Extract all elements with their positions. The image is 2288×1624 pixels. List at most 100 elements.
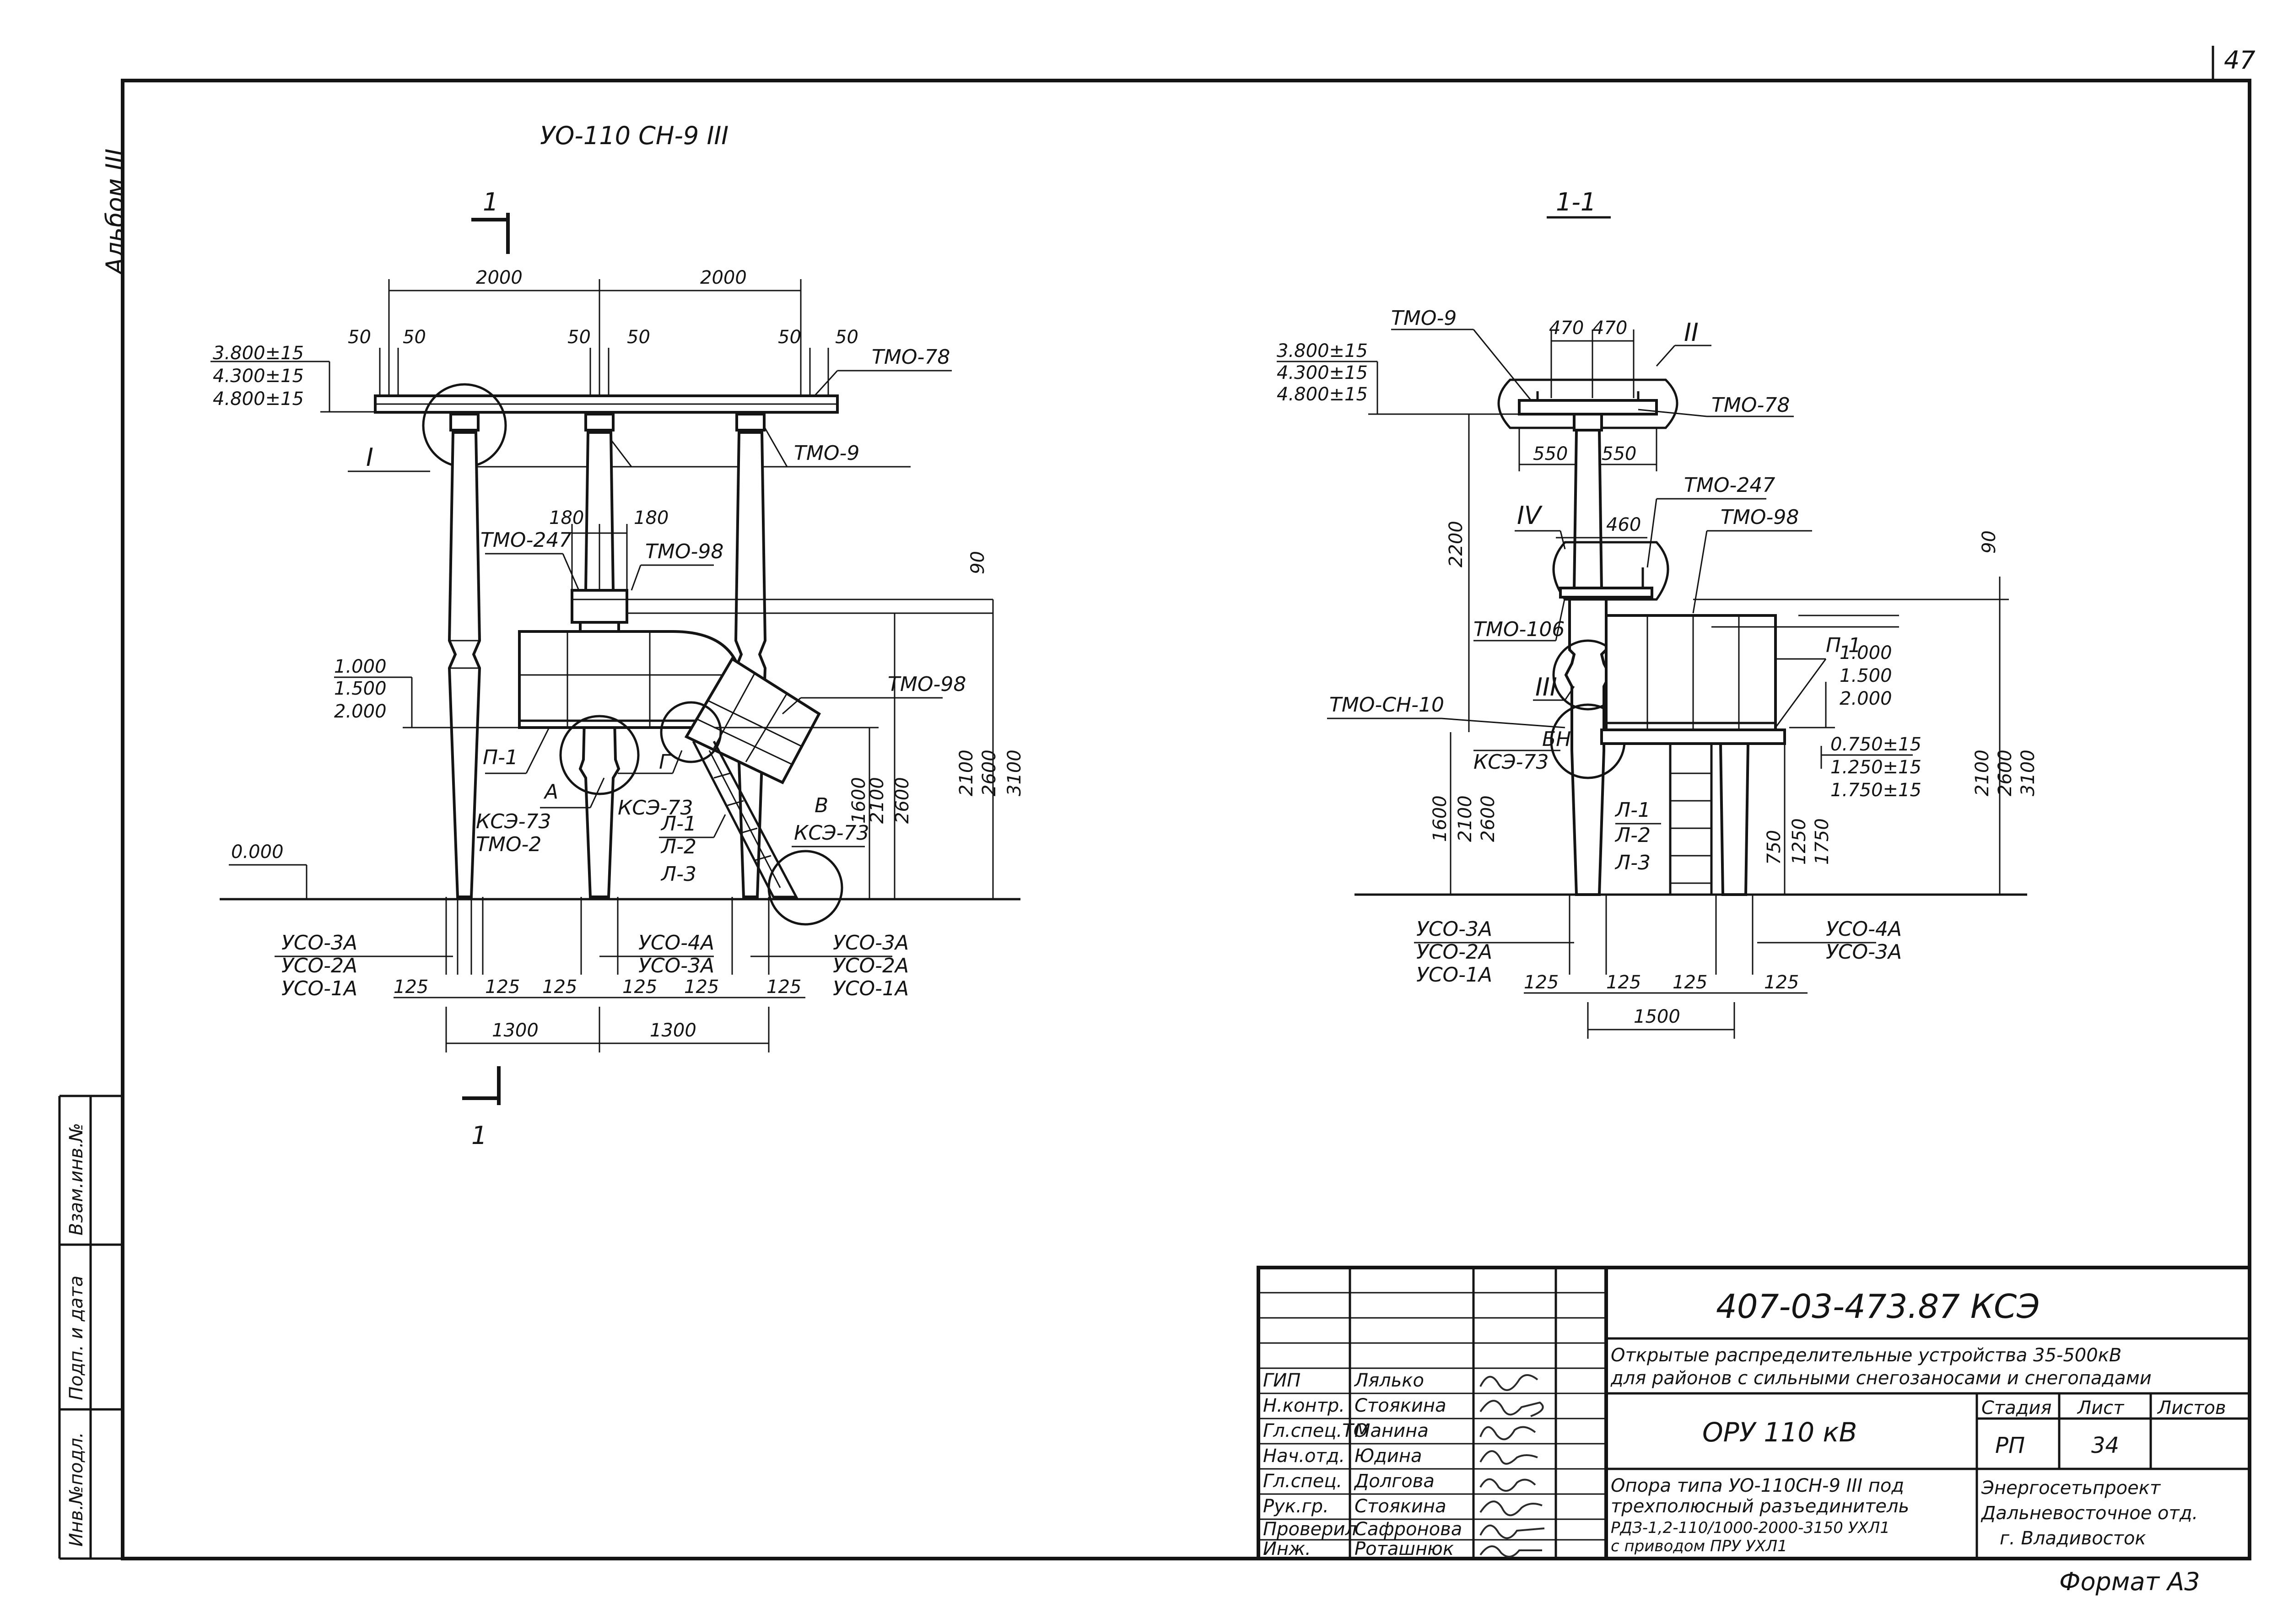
section-mark-top-label: 1 [483,188,498,216]
svg-text:125: 125 [1764,972,1799,993]
signature [1479,1426,1536,1441]
svg-text:180: 180 [549,507,584,529]
signature [1479,1400,1544,1417]
svg-text:125: 125 [542,977,577,998]
signature [1479,1524,1545,1539]
column-section [1564,413,1612,975]
svg-text:1.500: 1.500 [334,678,387,699]
inclined-ladder [684,657,821,898]
svg-text:125: 125 [622,977,657,998]
svg-text:КСЭ-73: КСЭ-73 [794,821,869,845]
svg-text:1600: 1600 [848,777,869,824]
svg-text:2100: 2100 [1455,795,1476,842]
svg-text:50: 50 [403,327,426,348]
svg-text:2.000: 2.000 [1840,688,1892,709]
detail-oval-II [1497,378,1678,429]
svg-text:4.300±15: 4.300±15 [1277,362,1368,383]
svg-text:РДЗ-1,2-110/1000-2000-3150 УХЛ: РДЗ-1,2-110/1000-2000-3150 УХЛ1 [1611,1519,1890,1537]
svg-text:трехполюсный разъединитель: трехполюсный разъединитель [1611,1496,1909,1517]
svg-text:I: I [366,443,373,472]
svg-text:Сафронова: Сафронова [1354,1519,1462,1540]
svg-text:3.800±15: 3.800±15 [1277,340,1368,361]
svg-text:КСЭ-73: КСЭ-73 [618,796,693,820]
left-view-title: УО-110 СН-9 III [540,121,728,150]
page-number: 47 [2224,46,2256,75]
svg-text:КСЭ-73: КСЭ-73 [1473,750,1549,774]
svg-text:460: 460 [1606,514,1641,535]
svg-text:УСО-1А: УСО-1А [1416,963,1492,987]
svg-text:ТМО-247: ТМО-247 [1684,474,1775,497]
clamp-tmo247-r [1559,587,1653,599]
signature [1479,1478,1536,1492]
svg-text:Л-1: Л-1 [1614,799,1651,822]
svg-text:Открытые распределительные уст: Открытые распределительные устройства 35… [1611,1345,2121,1366]
svg-text:П-1: П-1 [1826,634,1861,657]
svg-text:125: 125 [1606,972,1641,993]
svg-text:750: 750 [1764,830,1785,865]
svg-text:550: 550 [1602,443,1636,464]
svg-text:Опора типа УО-110СН-9 III под: Опора типа УО-110СН-9 III под [1611,1475,1904,1496]
svg-text:В: В [815,794,828,817]
svg-text:УСО-2А: УСО-2А [281,954,357,977]
svg-text:2600: 2600 [892,777,913,824]
top-beam-section [1518,399,1658,415]
svg-text:Стоякина: Стоякина [1354,1395,1446,1416]
svg-text:III: III [1535,673,1557,701]
svg-text:Л-2: Л-2 [1614,824,1651,847]
svg-text:для районов с сильными снегоза: для районов с сильными снегозаносами и с… [1610,1368,2152,1389]
svg-text:125: 125 [394,977,428,998]
svg-text:2000: 2000 [700,267,747,288]
svg-text:УСО-3А: УСО-3А [1826,940,1902,964]
format-label: Формат А3 [2059,1567,2200,1596]
svg-text:2000: 2000 [476,267,523,288]
svg-text:Л-3: Л-3 [1614,851,1651,874]
left-view: УО-110 СН-9 III 1 1 2000 2000 50 50 50 5… [210,121,1025,1150]
svg-text:1500: 1500 [1634,1006,1680,1027]
svg-text:РП: РП [1995,1433,2025,1458]
svg-text:Гл.спец.: Гл.спец. [1263,1471,1342,1492]
svg-text:2100: 2100 [1972,750,1993,796]
signature [1479,1500,1543,1516]
svg-text:УСО-4А: УСО-4А [1826,917,1902,941]
detail-circle-V [767,850,843,926]
svg-text:470: 470 [1592,318,1627,339]
svg-text:Лист: Лист [2077,1397,2125,1419]
detail-circle-G [660,701,722,763]
frame [58,46,2251,1560]
svg-text:125: 125 [485,977,520,998]
svg-text:2100: 2100 [956,750,977,796]
svg-text:Проверил: Проверил [1263,1519,1357,1540]
svg-text:УСО-3А: УСО-3А [833,931,909,955]
svg-text:Инж.: Инж. [1263,1538,1311,1559]
clamp-tmo247 [571,589,628,624]
svg-text:1.500: 1.500 [1840,665,1892,686]
svg-text:ТМО-98: ТМО-98 [888,673,966,696]
svg-text:ТМО-106: ТМО-106 [1473,618,1565,641]
signature [1479,1545,1542,1558]
svg-text:Дальневосточное отд.: Дальневосточное отд. [1980,1503,2198,1524]
svg-text:3.800±15: 3.800±15 [213,343,304,364]
column-right [731,413,770,975]
svg-text:Стадия: Стадия [1981,1397,2051,1419]
vertical-ladder [1669,744,1713,895]
svg-text:ТМО-9: ТМО-9 [794,442,859,465]
svg-text:Л-2: Л-2 [660,835,696,858]
svg-text:II: II [1684,318,1699,347]
svg-text:ГИП: ГИП [1263,1370,1300,1391]
svg-text:1300: 1300 [650,1020,696,1041]
svg-text:125: 125 [1673,972,1707,993]
svg-text:1.750±15: 1.750±15 [1830,780,1921,801]
svg-text:УСО-1А: УСО-1А [281,977,357,1000]
signature [1479,1450,1538,1465]
svg-text:ТМО-78: ТМО-78 [872,345,950,369]
svg-text:БН: БН [1542,728,1571,751]
svg-text:2200: 2200 [1446,521,1467,567]
right-view-title: 1-1 [1556,188,1596,216]
svg-text:470: 470 [1549,318,1584,339]
drive-housing-right [1600,614,1786,745]
svg-text:125: 125 [1524,972,1559,993]
svg-text:Н.контр.: Н.контр. [1263,1395,1345,1416]
svg-text:3100: 3100 [2018,750,2039,796]
svg-text:180: 180 [634,507,669,529]
